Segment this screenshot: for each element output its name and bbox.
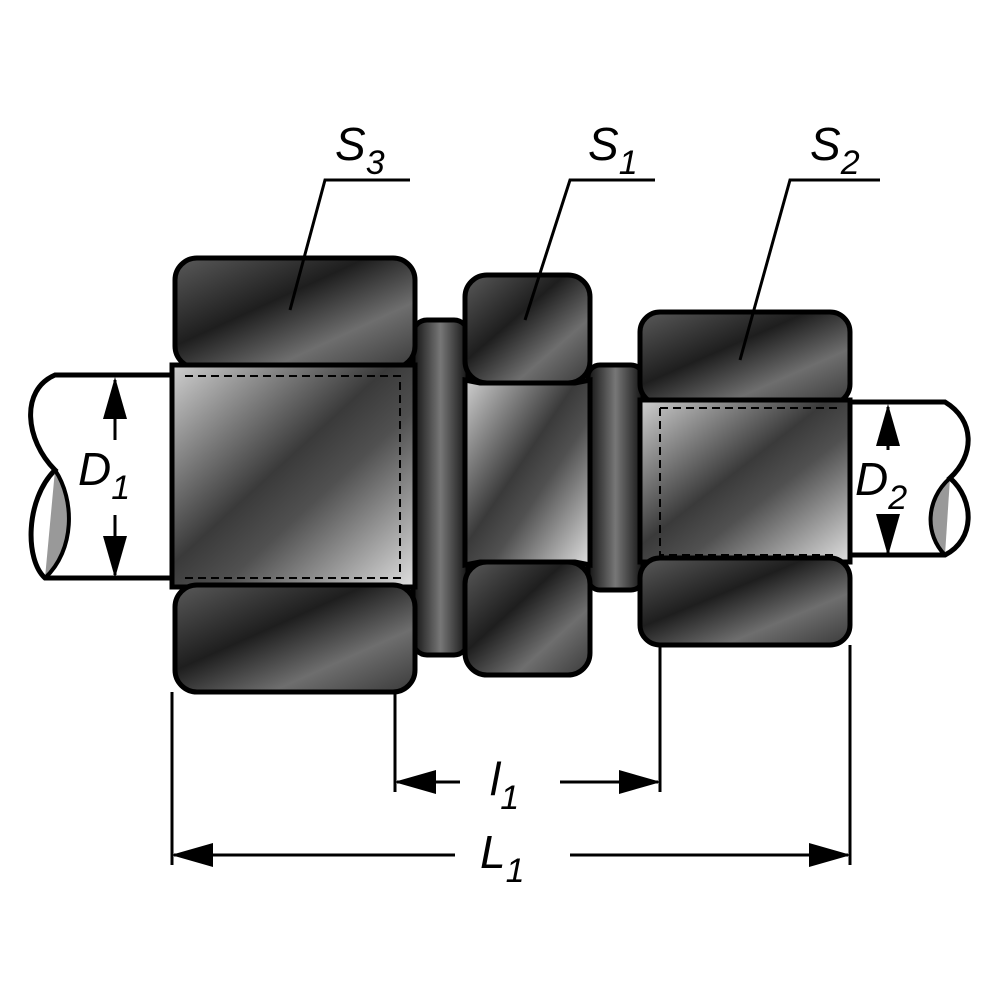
leader-lines xyxy=(288,178,880,361)
label-d2: D2 xyxy=(855,453,907,517)
collar-right xyxy=(585,362,646,593)
label-s1: S1 xyxy=(588,118,638,182)
collar-left xyxy=(410,317,471,658)
label-s2: S2 xyxy=(810,118,860,182)
left-tube xyxy=(28,372,175,581)
nut-s2 xyxy=(637,309,853,648)
label-l1-small: l1 xyxy=(490,753,519,817)
label-d1: D1 xyxy=(78,443,130,507)
nut-s3 xyxy=(169,255,418,695)
dimension-lines xyxy=(103,377,900,867)
label-s3: S3 xyxy=(335,118,385,182)
hex-s1 xyxy=(462,272,593,678)
label-l1-large: L1 xyxy=(480,826,525,890)
